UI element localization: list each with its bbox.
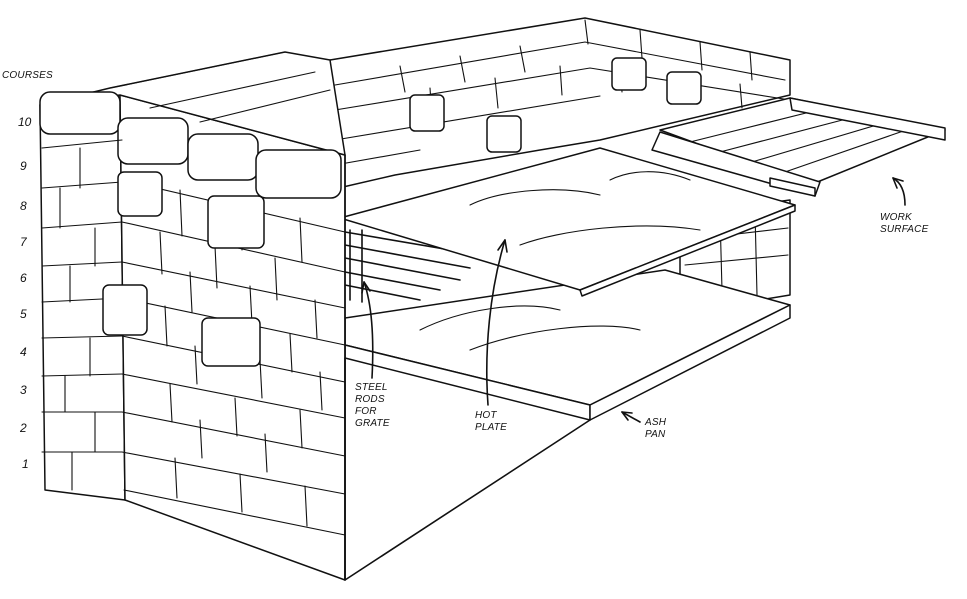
header-brick: [486, 115, 522, 153]
label-hot-plate: HOT PLATE: [475, 410, 507, 433]
header-brick: [117, 171, 163, 217]
ash-pan: [344, 269, 791, 421]
header-brick: [102, 284, 148, 336]
callout-arrows: [361, 177, 906, 423]
svg-text:ASH: ASH: [644, 417, 667, 428]
course-number: 10: [18, 115, 32, 129]
top-brick: [117, 117, 189, 165]
header-brick: [207, 195, 265, 249]
course-number: 7: [20, 235, 28, 249]
top-brick: [255, 149, 342, 199]
label-ash-pan: ASH PAN: [644, 417, 667, 440]
svg-text:RODS: RODS: [355, 394, 385, 405]
svg-text:GRATE: GRATE: [355, 418, 390, 429]
course-number: 1: [22, 457, 29, 471]
svg-text:PAN: PAN: [645, 429, 666, 440]
svg-text:HOT: HOT: [475, 410, 497, 421]
left-wall: [39, 51, 346, 581]
course-number: 4: [20, 345, 27, 359]
course-number: 8: [20, 199, 27, 213]
svg-text:PLATE: PLATE: [475, 422, 507, 433]
header-brick: [611, 57, 647, 91]
hot-plate-arrow: [486, 239, 506, 406]
top-brick: [39, 91, 121, 135]
header-brick: [201, 317, 261, 367]
courses-heading: COURSES: [2, 70, 53, 81]
course-number: 9: [20, 159, 27, 173]
svg-text:STEEL: STEEL: [355, 382, 388, 393]
hot-plate: [339, 147, 796, 297]
svg-text:WORK: WORK: [880, 212, 913, 223]
back-wall: [329, 17, 791, 191]
floor-edge: [344, 357, 591, 581]
svg-text:SURFACE: SURFACE: [880, 224, 929, 235]
course-number: 6: [20, 271, 27, 285]
course-number: 2: [19, 421, 27, 435]
work-surface: [651, 97, 946, 197]
header-brick: [409, 94, 445, 132]
course-scale: COURSES 10 9 8 7 6 5 4 3 2 1: [2, 70, 53, 471]
svg-text:FOR: FOR: [355, 406, 377, 417]
steel-rods-arrow: [363, 281, 374, 379]
ash-pan-arrow: [621, 411, 641, 423]
course-number: 5: [20, 307, 27, 321]
header-brick: [666, 71, 702, 105]
label-work-surface: WORK SURFACE: [880, 212, 929, 235]
label-steel-rods: STEEL RODS FOR GRATE: [355, 382, 390, 429]
course-number: 3: [20, 383, 27, 397]
top-brick: [187, 133, 259, 181]
